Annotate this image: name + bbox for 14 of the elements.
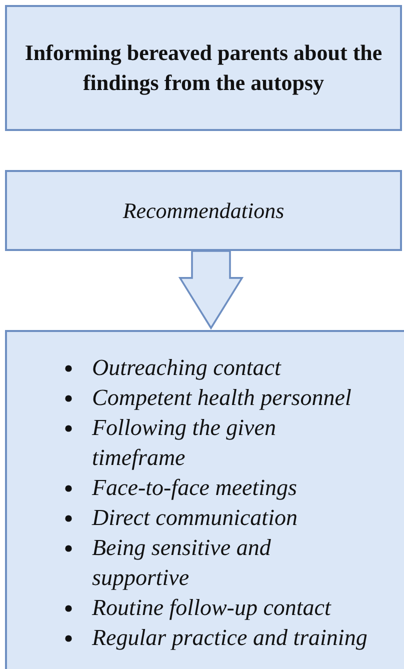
block-arrow (178, 250, 244, 330)
list-item-text: Routine follow-up contact (92, 595, 331, 620)
title-text: Informing bereaved parents about the findings from the autopsy (24, 39, 384, 97)
list-item-text: Face-to-face meetings (92, 475, 297, 500)
list-item-text: Regular practice and training (92, 625, 368, 650)
process-box (5, 5, 402, 131)
list-item-text: Following the given timeframe (92, 415, 276, 470)
process-box (5, 170, 402, 251)
list-item-text: Outreaching contact (92, 355, 281, 380)
process-box (5, 330, 404, 669)
list-item-text: Being sensitive and supportive (92, 535, 271, 590)
heading-text: Recommendations (122, 198, 286, 224)
list-item-text: Competent health personnel (92, 385, 352, 410)
list-item-text: Direct communication (92, 505, 298, 530)
